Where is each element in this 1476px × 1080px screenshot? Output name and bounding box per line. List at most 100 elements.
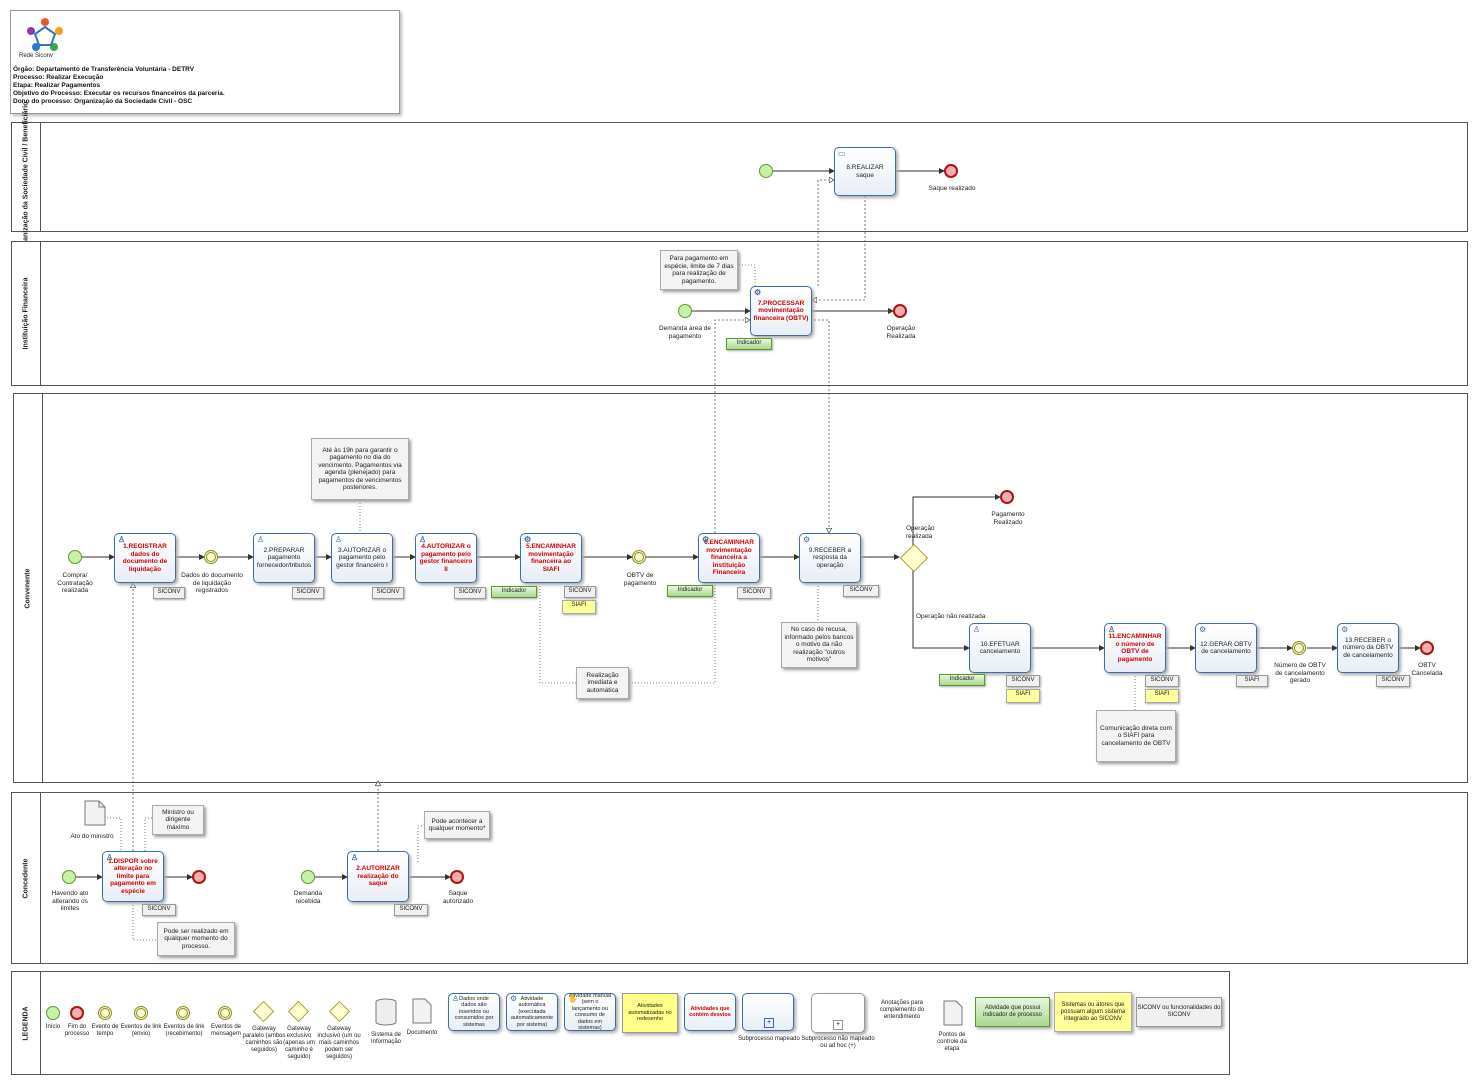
tag-siconv-11: SICONV (1145, 675, 1179, 687)
note-comunicacao-siafi: Comunicação direta com o SIAFI para canc… (1096, 710, 1176, 762)
gear-icon: ⚙ (1199, 625, 1207, 634)
task-10-label: 10.EFETUAR cancelamento (979, 640, 1021, 656)
label-dados-registrados: Dados do documento de liquidação registr… (181, 572, 243, 594)
task-2-label: 2.PREPARAR pagamento fornecedor/tributos (256, 546, 312, 569)
legend-automated: Atividades automatizadas no redesenho (622, 993, 678, 1033)
note-realizacao: Realização imediata e automática (576, 667, 629, 699)
task-4-label: 4.AUTORIZAR o pagamento pelo gestor fina… (419, 543, 473, 573)
label-saque-realizado: Saque realizado (928, 185, 976, 192)
task-2-preparar-pagamento[interactable]: ♙ 2.PREPARAR pagamento fornecedor/tribut… (253, 533, 315, 583)
user-task-icon: ♙ (452, 994, 460, 1003)
subprocess-plus-icon: + (764, 1018, 774, 1028)
header-processo: Processo: Realizar Execução (13, 74, 104, 81)
gear-icon: ⚙ (702, 535, 710, 544)
tag-siconv-c2: SICONV (394, 904, 428, 916)
tag-siconv-3: SICONV (372, 587, 404, 599)
task-10-efetuar-cancelamento[interactable]: ♙ 10.EFETUAR cancelamento (969, 623, 1031, 673)
task-6-encaminhar-if[interactable]: ⚙ 6.ENCAMINHAR movimentação financeira a… (698, 533, 760, 583)
user-task-icon: ♙ (257, 535, 265, 544)
task-5-encaminhar-siafi[interactable]: ⚙ 5.ENCAMINHAR movimentação financeira a… (520, 533, 582, 583)
task-9-label: 9.RECEBER a resposta da operação (808, 546, 852, 569)
tag-indicador-7: Indicador (726, 338, 772, 350)
legend-subprocess: + (742, 993, 794, 1031)
task-12-label: 12.GERAR OBTV de cancelamento (1200, 640, 1252, 656)
start-event-demanda-recebida (301, 870, 315, 884)
user-task-icon: ♙ (118, 535, 126, 544)
legend-link-rec: Eventos de link (recebimento) (163, 1024, 205, 1037)
user-task-icon: ♙ (973, 625, 981, 634)
note-ministro: Ministro ou dirigente máximo (152, 805, 204, 835)
gear-icon: ⚙ (754, 288, 762, 297)
end-event-saque-realizado (944, 164, 958, 178)
task-13-label: 13.RECEBER o número da OBTV de cancelame… (1342, 636, 1394, 659)
task-8-realizar-saque[interactable]: ▭ 8.REALIZAR saque (834, 147, 896, 196)
end-event-obtv-cancelada (1420, 641, 1434, 655)
task-13-receber-numero[interactable]: ⚙ 13.RECEBER o número da OBTV de cancela… (1337, 623, 1399, 673)
gear-icon: ⚙ (510, 994, 518, 1003)
header-box: Rede Siconv Órgão: Departamento de Trans… (10, 10, 400, 114)
legend-tempo: Evento de tempo (91, 1024, 119, 1037)
task-8-label: 8.REALIZAR saque (846, 164, 884, 179)
label-obtv-pagamento: OBTV de pagamento (623, 572, 657, 587)
lane-osc: Organização da Sociedade Civil / Benefic… (11, 101, 1468, 253)
task-9-receber-resposta[interactable]: ⚙ 9.RECEBER a resposta da operação (799, 533, 861, 583)
label-ato-ministro: Ato do ministro (70, 833, 114, 840)
end-event-saque-autorizado (450, 870, 464, 884)
legend-user-task: ♙ Dados onde dados são inseridos ou cons… (448, 993, 500, 1031)
gear-icon: ⚙ (524, 535, 532, 544)
legend-subprocess-unmapped: + (811, 993, 865, 1033)
task-12-gerar-obtv[interactable]: ⚙ 12.GERAR OBTV de cancelamento (1195, 623, 1257, 673)
note-pode-acontecer: Pode acontecer a qualquer momento* (424, 811, 490, 839)
legend-document-icon (412, 998, 432, 1024)
task-4-autorizar-gestor-ii[interactable]: ♙ 4.AUTORIZAR o pagamento pelo gestor fi… (415, 533, 477, 583)
legend-documento: Documento (406, 1030, 438, 1036)
note-recusa: No caso de recusa, informado pelos banco… (781, 622, 857, 668)
legend-deviations: Atividades que contém desvios (684, 993, 736, 1031)
task-c2-autorizar-saque[interactable]: ♙ 2.AUTORIZAR realização do saque (347, 851, 409, 902)
tag-indicador-5: Indicador (491, 586, 537, 598)
legend-inicio: Início (45, 1024, 61, 1030)
label-demanda-recebida: Demanda recebida (293, 890, 323, 905)
legend-start-icon (46, 1006, 60, 1020)
tag-siafi-12: SIAFI (1236, 675, 1268, 687)
tag-siafi-5: SIAFI (562, 600, 596, 614)
task-1-label: 1.REGISTRAR dados do documento de liquid… (122, 543, 168, 573)
label-obtv-cancelada: OBTV Cancelada (1411, 662, 1443, 677)
tag-siconv-2: SICONV (292, 587, 324, 599)
task-11-label: 11.ENCAMINHAR o número de OBTV de pagame… (1108, 633, 1162, 663)
task-11-encaminhar-numero[interactable]: ♙ 11.ENCAMINHAR o número de OBTV de paga… (1104, 623, 1166, 673)
task-1-registrar-dados[interactable]: ♙ 1.REGISTRAR dados do documento de liqu… (114, 533, 176, 583)
tag-indicador-6: Indicador (667, 585, 713, 597)
legend-gw-inclusivo: Gateway inclusivo (um ou mais caminhos p… (317, 1026, 361, 1060)
label-compra: Compra/ Contratação realizada (57, 572, 93, 594)
task-c2-label: 2.AUTORIZAR realização do saque (356, 865, 400, 888)
task-c1-dispor-limite[interactable]: ♙ 1.DISPOR sobre alteração no limite par… (102, 851, 164, 902)
task-3-autorizar-gestor-i[interactable]: ♙ 3.AUTORIZAR o pagamento pelo gestor fi… (331, 533, 393, 583)
legend-subprocesso: Subprocesso mapeado (738, 1036, 800, 1042)
legend-checkpoint-icon (943, 1000, 963, 1026)
start-event-compra (68, 550, 82, 564)
task-3-label: 3.AUTORIZAR o pagamento pelo gestor fina… (336, 546, 388, 569)
tag-indicador-10: Indicador (939, 674, 985, 686)
legend-automatic-task: ⚙ Atividade automática (executada automa… (506, 993, 558, 1031)
tag-siafi-10: SIAFI (1006, 689, 1040, 703)
note-especie: Para pagamento em espécie, limite de 7 d… (660, 250, 738, 290)
label-numero-obtv: Número de OBTV de cancelamento gerado (1274, 662, 1326, 684)
label-havendo-ato: Havendo ato alterando os limites (51, 890, 89, 912)
intermediate-event-dados-registrados (204, 550, 218, 564)
legend-link-receive-icon (176, 1006, 190, 1020)
legend-siconv-functionality: SICONV ou funcionalidades do SICONV (1136, 997, 1222, 1027)
legend-manual-task: ✋ Atividade manual (sem o lançamento ou … (564, 993, 616, 1031)
user-task-icon: ▭ (838, 149, 846, 158)
task-6-label: 6.ENCAMINHAR movimentação financeira a I… (704, 539, 754, 577)
tag-siconv-10: SICONV (1006, 675, 1040, 687)
header-dono: Dono do processo: Organização da Socieda… (13, 98, 193, 105)
header-orgao: Órgão: Departamento de Transferência Vol… (13, 66, 195, 73)
label-saque-autorizado: Saque autorizado (442, 890, 474, 905)
user-task-icon: ♙ (106, 853, 114, 862)
lane-concedente: Concedente (11, 792, 1468, 964)
tag-siconv-c1: SICONV (142, 904, 176, 916)
task-7-processar-movimentacao[interactable]: ⚙ 7.PROCESSAR movimentação financeira (O… (750, 286, 812, 336)
document-icon (84, 800, 106, 826)
